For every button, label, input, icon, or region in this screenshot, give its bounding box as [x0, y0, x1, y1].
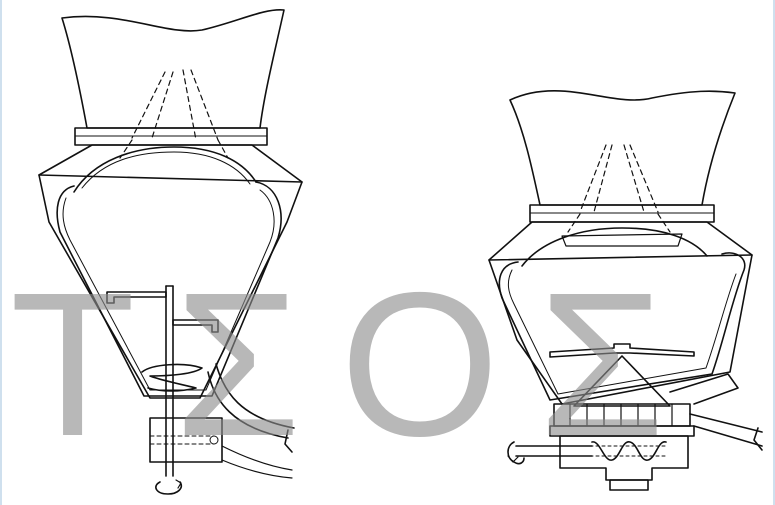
- right-hopper-diagram: [488, 90, 763, 491]
- right-cone-spreader: [573, 355, 671, 407]
- left-agitator-arm-upper: [106, 291, 167, 304]
- left-upper-bag: [61, 9, 285, 129]
- right-gear-housing: [559, 435, 689, 481]
- left-hopper-diagram: [38, 9, 303, 495]
- right-flow-lines: [567, 144, 671, 233]
- right-inner-dome: [521, 227, 708, 267]
- left-screw-flight: [141, 363, 203, 392]
- right-worm-screw: [591, 441, 667, 461]
- left-agitator-arm-lower: [172, 319, 219, 333]
- right-agitator-bar: [549, 343, 695, 358]
- right-inner-liner: [498, 252, 746, 401]
- left-hopper-body: [38, 144, 303, 399]
- left-rotation-arrow: [155, 481, 183, 495]
- left-inner-liner: [56, 181, 282, 397]
- right-discharge-chute: [669, 373, 763, 447]
- right-rotation-arrow: [507, 441, 525, 465]
- right-hopper-body: [488, 221, 753, 405]
- left-inner-dome: [73, 146, 257, 193]
- left-outlet-housing: [149, 417, 223, 463]
- left-discharge-pipe: [207, 363, 295, 439]
- right-upper-bag: [509, 90, 736, 206]
- right-rotor-disk: [553, 403, 691, 427]
